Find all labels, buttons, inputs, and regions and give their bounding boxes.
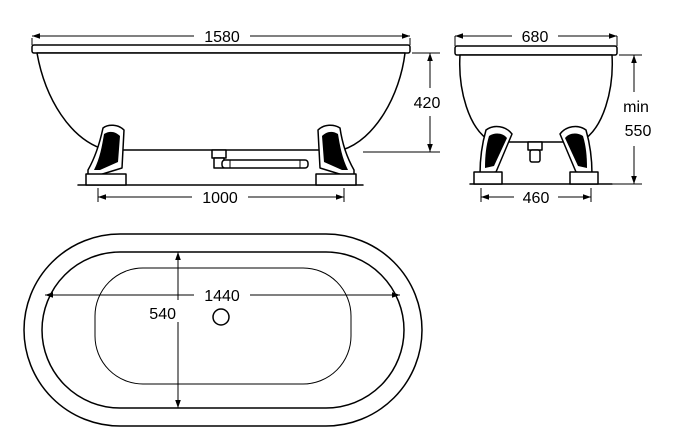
side-tub-body: [36, 52, 406, 151]
side-left-foot: [85, 124, 127, 186]
plan-outer-rim: [23, 233, 423, 427]
side-rim: [31, 44, 411, 54]
dim-end-foot-spacing: 460: [523, 190, 550, 207]
end-waste: [527, 141, 543, 163]
end-right-foot: [559, 125, 599, 185]
dim-end-min-height: 550: [625, 123, 652, 140]
side-waste-pipe: [211, 149, 309, 169]
plan-view: 1440 540: [23, 233, 423, 427]
dim-side-length: 1580: [204, 29, 240, 46]
dim-plan-internal-width: 540: [149, 306, 176, 323]
end-rim: [454, 45, 618, 56]
dim-side-foot-spacing: 1000: [202, 190, 238, 207]
plan-basin-floor: [94, 267, 352, 385]
plan-drain-hole: [212, 308, 230, 326]
end-view: 680 min 550 460: [454, 29, 652, 207]
dim-end-min-label: min: [623, 99, 649, 116]
plan-inner-rim: [41, 251, 405, 409]
dim-end-width: 680: [522, 29, 549, 46]
side-right-foot: [315, 124, 357, 186]
dim-plan-internal-length: 1440: [204, 288, 240, 305]
end-left-foot: [473, 125, 513, 185]
dim-side-height: 420: [414, 95, 441, 112]
end-tub-body: [459, 54, 613, 143]
side-view: 1580 420 1000: [31, 29, 441, 207]
